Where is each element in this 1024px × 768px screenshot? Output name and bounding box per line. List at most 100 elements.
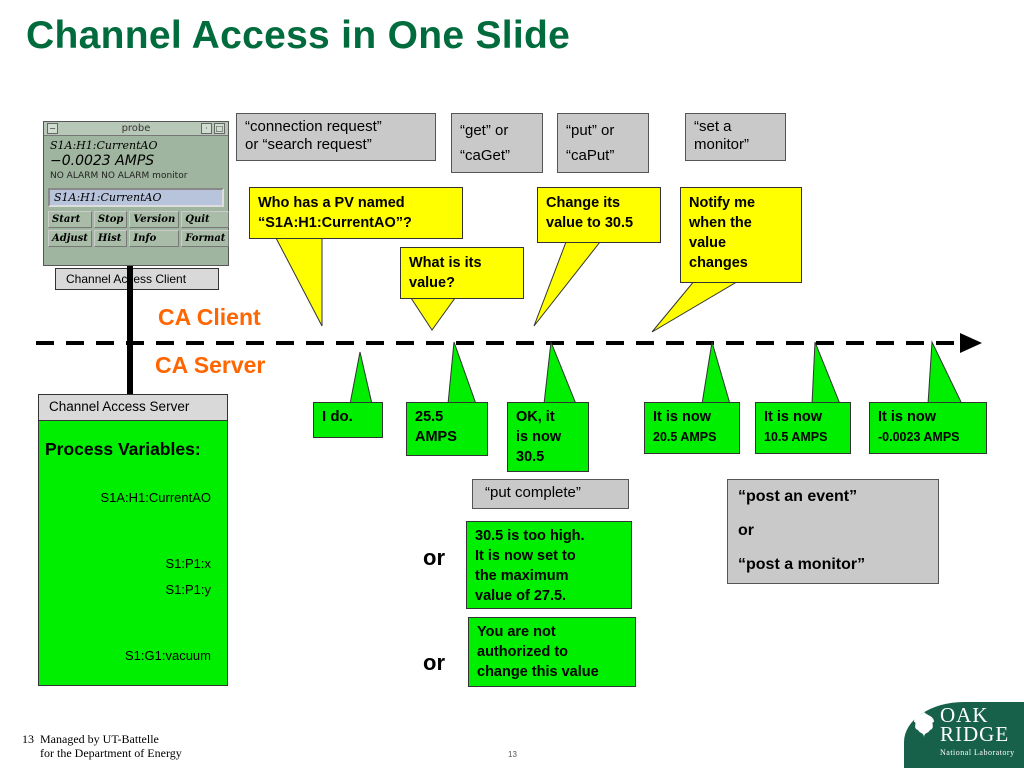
or-label-2: or xyxy=(423,650,445,675)
get-request-line1: “get” or xyxy=(460,122,509,139)
client-caption: Channel Access Client xyxy=(55,268,219,290)
what-is-line2: value? xyxy=(409,275,455,291)
logo-line3: National Laboratory xyxy=(940,748,1015,757)
post-event-line1: “post an event” xyxy=(738,488,858,505)
post-event-line2: or xyxy=(738,522,754,539)
now1-reply-tail xyxy=(701,341,731,405)
put-request-line2: “caPut” xyxy=(566,147,615,164)
connection-request-line2: or “search request” xyxy=(245,136,372,153)
amps-reply: 25.5 AMPS xyxy=(406,402,488,456)
hist-button[interactable]: Hist xyxy=(93,230,128,247)
who-bubble-tail xyxy=(275,237,323,327)
server-panel: Process Variables: S1A:H1:CurrentAO S1:P… xyxy=(38,394,228,686)
quit-button[interactable]: Quit xyxy=(181,211,230,228)
logo-wordmark: OAK RIDGE xyxy=(940,703,1009,745)
pv-heading: Process Variables: xyxy=(45,439,201,459)
page-number: 13 xyxy=(22,732,34,746)
format-button[interactable]: Format xyxy=(181,230,230,247)
get-request-box: “get” or “caGet” xyxy=(451,113,543,173)
now3-line1: It is now xyxy=(878,409,936,425)
connection-request-box: “connection request” or “search request” xyxy=(236,113,436,161)
adjust-button[interactable]: Adjust xyxy=(48,230,92,247)
pv-item: S1:G1:vacuum xyxy=(125,648,211,663)
i-do-reply: I do. xyxy=(313,402,383,438)
maximize-icon[interactable]: □ xyxy=(214,123,225,134)
put-request-box: “put” or “caPut” xyxy=(557,113,649,173)
change-line1: Change its xyxy=(546,195,621,211)
start-button[interactable]: Start xyxy=(48,211,92,228)
now-10-reply: It is now 10.5 AMPS xyxy=(755,402,851,454)
probe-status: NO ALARM NO ALARM monitor xyxy=(50,171,188,181)
post-event-box: “post an event” or “post a monitor” xyxy=(727,479,939,584)
what-is-line1: What is its xyxy=(409,255,482,271)
monitor-request-line2: monitor” xyxy=(694,136,750,153)
what-is-value-bubble: What is its value? xyxy=(400,247,524,299)
probe-window-title: probe xyxy=(121,123,151,134)
ornl-logo: OAK RIDGE National Laboratory xyxy=(904,702,1024,768)
ido-reply-tail xyxy=(349,351,373,405)
probe-button-grid: Start Stop Version Quit Adjust Hist Info… xyxy=(44,211,230,247)
now3-line2: -0.0023 AMPS xyxy=(878,430,960,444)
footer-credit: 13 Managed by UT-Battelle for the Depart… xyxy=(22,732,182,760)
not-auth-line2: authorized to xyxy=(477,644,569,660)
post-event-line3: “post a monitor” xyxy=(738,556,866,573)
pv-item: S1A:H1:CurrentAO xyxy=(100,490,211,505)
timeline-arrowhead xyxy=(960,333,982,353)
probe-titlebar[interactable]: − probe · □ xyxy=(44,122,228,136)
change-value-bubble: Change its value to 30.5 xyxy=(537,187,661,243)
or-label-1: or xyxy=(423,545,445,570)
put-complete-box: “put complete” xyxy=(472,479,629,509)
probe-window: − probe · □ S1A:H1:CurrentAO −0.0023 AMP… xyxy=(43,121,230,266)
notify-line2: when the xyxy=(689,215,752,231)
monitor-request-line1: “set a xyxy=(694,118,732,135)
stop-button[interactable]: Stop xyxy=(93,211,128,228)
department-line: for the Department of Energy xyxy=(40,746,182,760)
window-menu-icon[interactable]: − xyxy=(47,123,58,134)
now-20-reply: It is now 20.5 AMPS xyxy=(644,402,740,454)
amps-line1: 25.5 xyxy=(415,409,444,425)
monitor-request-box: “set a monitor” xyxy=(685,113,786,161)
probe-pv-name: S1A:H1:CurrentAO xyxy=(50,139,158,152)
connection-request-line1: “connection request” xyxy=(245,118,382,135)
now2-reply-tail xyxy=(811,341,841,405)
not-auth-line3: change this value xyxy=(477,664,599,680)
who-has-line2: “S1A:H1:CurrentAO”? xyxy=(258,215,412,231)
ok-line1: OK, it xyxy=(516,409,555,425)
slide-title: Channel Access in One Slide xyxy=(26,14,571,57)
too-high-line3: the maximum xyxy=(475,568,569,584)
now1-line1: It is now xyxy=(653,409,711,425)
center-page-number: 13 xyxy=(508,750,517,759)
ok-reply-tail xyxy=(543,341,577,405)
server-caption: Channel Access Server xyxy=(38,394,228,421)
probe-value: −0.0023 AMPS xyxy=(50,153,155,169)
ok-line3: 30.5 xyxy=(516,449,545,465)
managed-by: Managed by UT-Battelle xyxy=(40,732,159,746)
now-neg-reply: It is now -0.0023 AMPS xyxy=(869,402,987,454)
probe-pv-input[interactable]: S1A:H1:CurrentAO xyxy=(48,188,224,207)
put-request-line1: “put” or xyxy=(566,122,615,139)
pv-item: S1:P1:y xyxy=(165,582,211,597)
notify-line3: value xyxy=(689,235,727,251)
ok-reply: OK, it is now 30.5 xyxy=(507,402,589,472)
notify-line1: Notify me xyxy=(689,195,756,211)
not-authorized-reply: You are not authorized to change this va… xyxy=(468,617,636,687)
oak-leaf-icon xyxy=(914,712,934,738)
change-line2: value to 30.5 xyxy=(546,215,634,231)
notify-line4: changes xyxy=(689,255,748,271)
version-button[interactable]: Version xyxy=(129,211,180,228)
change-bubble-tail xyxy=(533,241,602,327)
who-has-bubble: Who has a PV named “S1A:H1:CurrentAO”? xyxy=(249,187,463,239)
minimize-icon[interactable]: · xyxy=(201,123,212,134)
get-request-line2: “caGet” xyxy=(460,147,511,164)
too-high-line1: 30.5 is too high. xyxy=(475,528,585,544)
pv-item: S1:P1:x xyxy=(165,556,211,571)
info-button[interactable]: Info xyxy=(129,230,180,247)
notify-bubble: Notify me when the value changes xyxy=(680,187,802,283)
now2-line1: It is now xyxy=(764,409,822,425)
logo-line1: OAK xyxy=(940,703,989,727)
amps-reply-tail xyxy=(447,341,477,405)
now2-line2: 10.5 AMPS xyxy=(764,430,828,444)
who-has-line1: Who has a PV named xyxy=(258,195,405,211)
too-high-line2: It is now set to xyxy=(475,548,576,564)
